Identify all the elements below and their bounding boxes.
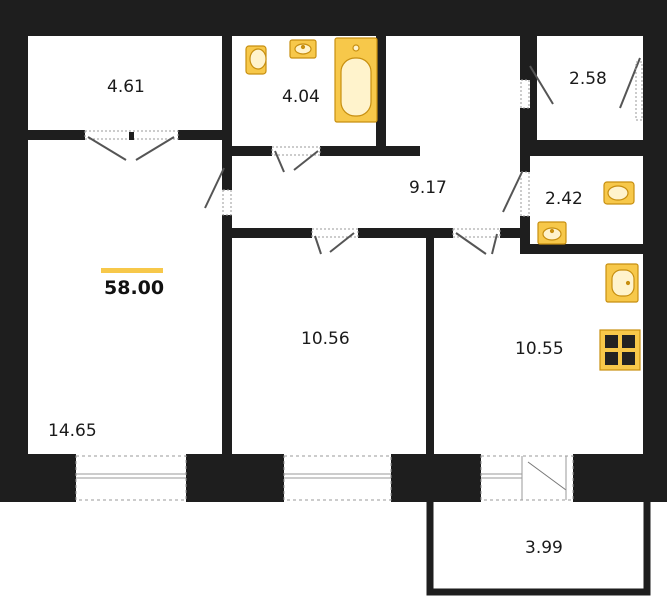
interior-walls bbox=[28, 36, 643, 454]
door-storage-left bbox=[84, 130, 179, 161]
door-living-room bbox=[204, 167, 232, 216]
total-area-accent-bar bbox=[101, 268, 163, 273]
door-kitchen bbox=[452, 228, 501, 255]
outer-walls bbox=[0, 0, 667, 502]
windows bbox=[75, 455, 574, 501]
room-area-bedroom: 10.56 bbox=[301, 329, 350, 349]
total-area-label: 58.00 bbox=[104, 277, 164, 299]
room-area-storage-right: 2.58 bbox=[569, 69, 607, 89]
room-area-balcony: 3.99 bbox=[525, 538, 563, 558]
balcony-outline bbox=[426, 502, 651, 596]
door-bathroom bbox=[271, 146, 321, 173]
toilet-bowl-icon bbox=[245, 45, 267, 75]
room-area-toilet: 2.42 bbox=[545, 189, 583, 209]
window-right bbox=[480, 455, 574, 501]
room-area-bathroom: 4.04 bbox=[282, 87, 320, 107]
sink-icon bbox=[537, 221, 567, 245]
sink-icon bbox=[289, 39, 317, 59]
toilet-bowl-icon bbox=[603, 181, 635, 205]
window-middle bbox=[283, 455, 392, 501]
kitchen-sink-icon bbox=[605, 263, 639, 303]
room-area-kitchen: 10.55 bbox=[515, 339, 564, 359]
window-left bbox=[75, 455, 187, 501]
room-area-living-room: 14.65 bbox=[48, 421, 97, 441]
stove-icon bbox=[599, 329, 641, 371]
door-bedroom bbox=[311, 228, 359, 255]
room-area-storage-left: 4.61 bbox=[107, 77, 145, 97]
doors bbox=[84, 57, 643, 255]
door-toilet bbox=[502, 171, 530, 217]
bathtub-icon bbox=[334, 37, 378, 123]
fixtures bbox=[245, 37, 641, 371]
room-area-hallway: 9.17 bbox=[409, 178, 447, 198]
door-storage-right bbox=[520, 57, 643, 121]
